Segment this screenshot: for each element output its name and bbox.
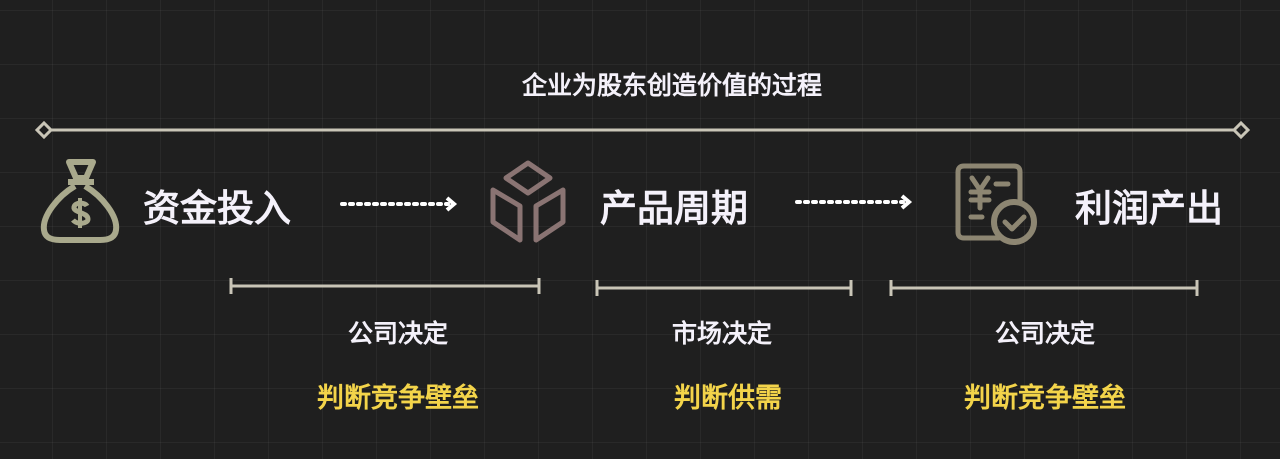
segment-judgement: 判断竞争壁垒 (317, 383, 479, 414)
step-label-product-cycle: 产品周期 (600, 187, 748, 230)
dotted-arrow (795, 194, 913, 210)
cube-icon (490, 160, 566, 243)
money-bag-icon (40, 159, 120, 243)
segment-decider: 公司决定 (994, 319, 1095, 348)
diagram-title: 企业为股东创造价值的过程 (521, 71, 822, 100)
step-label-capital-input: 资金投入 (143, 187, 291, 230)
receipt-check-icon (955, 163, 1037, 245)
step-label-profit-output: 利润产出 (1075, 187, 1223, 230)
segment-judgement: 判断供需 (674, 383, 782, 414)
segment-decider: 公司决定 (347, 319, 448, 348)
segment-decider: 市场决定 (671, 319, 772, 348)
dotted-arrow (340, 196, 458, 212)
segment-judgement: 判断竞争壁垒 (964, 383, 1126, 414)
